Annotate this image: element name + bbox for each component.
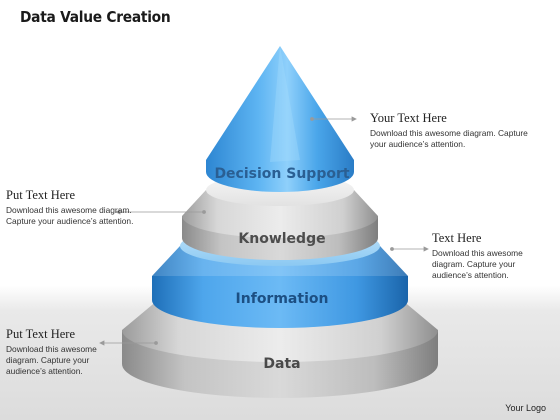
callout-heading: Put Text Here xyxy=(6,327,76,341)
callout-body: Download this awesome diagram. Capture y… xyxy=(6,205,134,226)
callout-body: Download this awesome diagram. Capture y… xyxy=(370,128,528,149)
callout-mid-right: Text Here Download this awesome diagram.… xyxy=(432,231,542,280)
callout-body: Download this awesome diagram. Capture y… xyxy=(6,344,97,376)
callout-bottom-left: Put Text Here Download this awesome diag… xyxy=(6,327,116,376)
callout-heading: Your Text Here xyxy=(370,111,447,125)
leader-lines xyxy=(99,116,429,346)
decision-support-cone xyxy=(206,46,354,192)
page-title: Data Value Creation xyxy=(20,8,171,26)
level-label-decision-support: Decision Support xyxy=(214,166,349,182)
logo-placeholder: Your Logo xyxy=(505,403,546,413)
knowledge-layer xyxy=(182,174,378,260)
callout-top-right: Your Text Here Download this awesome dia… xyxy=(370,111,535,150)
callout-body: Download this awesome diagram. Capture y… xyxy=(432,248,523,280)
callout-mid-left: Put Text Here Download this awesome diag… xyxy=(6,188,156,227)
callout-heading: Text Here xyxy=(432,231,482,245)
level-label-information: Information xyxy=(236,291,329,307)
callout-heading: Put Text Here xyxy=(6,188,76,202)
level-label-data: Data xyxy=(263,356,300,372)
level-label-knowledge: Knowledge xyxy=(238,231,325,247)
